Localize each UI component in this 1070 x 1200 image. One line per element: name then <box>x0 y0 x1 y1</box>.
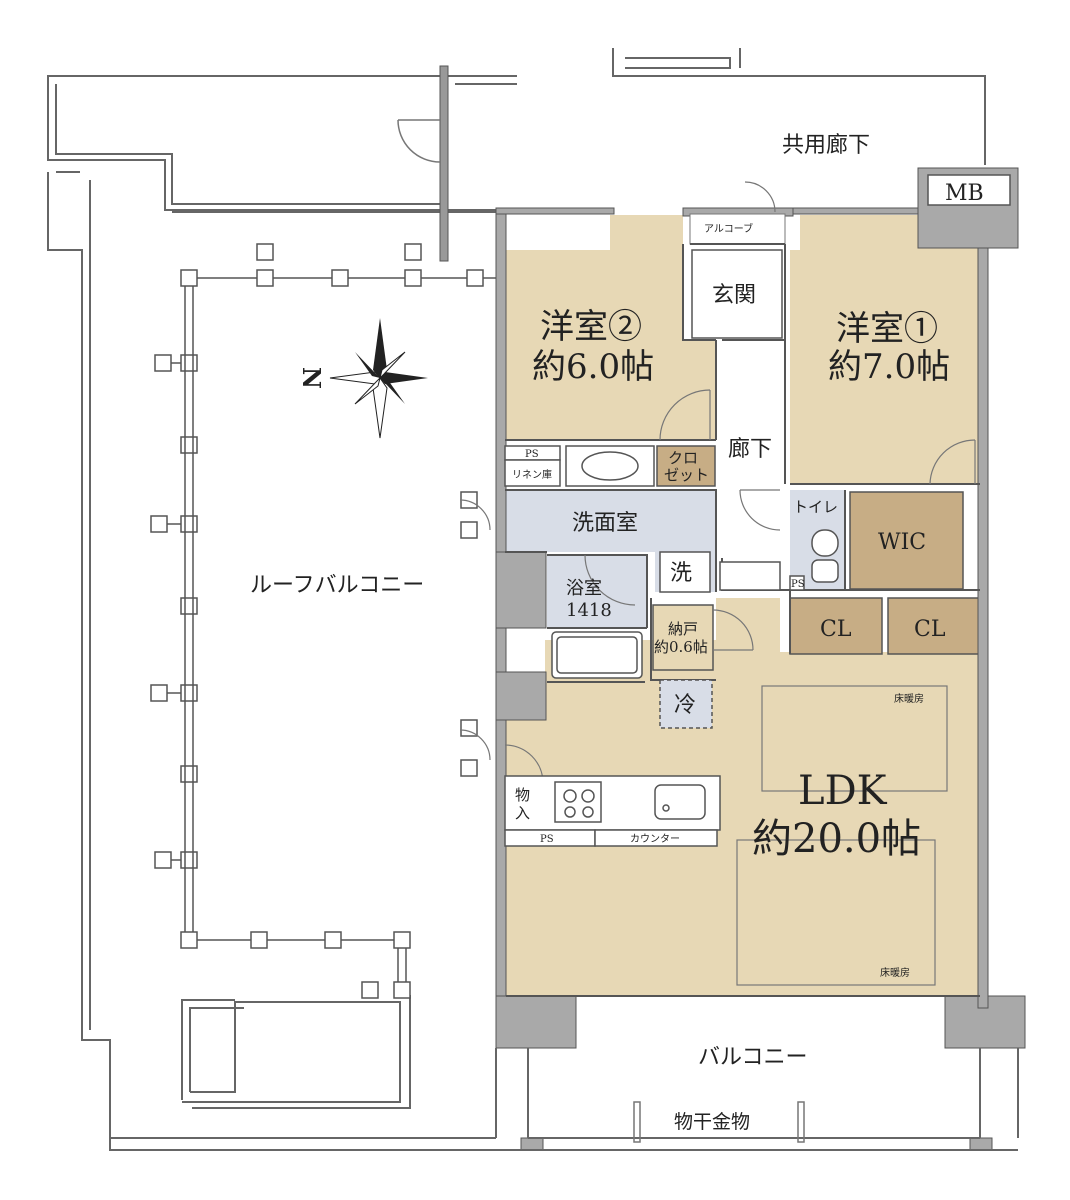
laundry-hanger-marks <box>633 1101 805 1143</box>
fridge-label: 冷 <box>674 693 696 718</box>
entrance-area <box>691 249 783 339</box>
cl-left-area <box>789 597 883 655</box>
entrance-label: 玄関 <box>712 283 756 308</box>
compass-icon <box>329 318 428 439</box>
north-marker: N <box>297 367 326 389</box>
washroom-label: 洗面室 <box>572 511 638 536</box>
floor-heating-bottom-label: 床暖房 <box>880 966 910 979</box>
western-room-1-floor <box>790 215 980 484</box>
alcove-label: アルコーブ <box>704 222 753 235</box>
wic-area <box>849 491 964 590</box>
mb-label: MB <box>945 181 984 206</box>
wash-label: 洗 <box>670 561 692 586</box>
wic-label: WIC <box>878 530 926 555</box>
inner-terrace-outline <box>181 995 411 1109</box>
gate-swing <box>397 119 441 163</box>
washroom-floor <box>505 490 715 552</box>
ldk-floor <box>505 598 980 996</box>
storage-area <box>652 604 714 671</box>
western-room-1-name: 洋室① <box>836 309 938 349</box>
cl-right-label: CL <box>914 617 946 642</box>
storage-label-1: 納戸 <box>668 620 698 638</box>
western-room-2-floor <box>505 215 716 440</box>
mb-box <box>927 174 1011 206</box>
fixtures <box>504 445 839 847</box>
closet-label-2: ゼット <box>664 466 709 484</box>
cl-right-area <box>887 597 981 655</box>
ps-toilet-label: PS <box>791 579 805 590</box>
toilet-label: トイレ <box>793 498 838 516</box>
hallway-label: 廊下 <box>728 437 772 462</box>
small-storage-label-1: 物 <box>515 786 530 804</box>
floor-heating-areas <box>736 685 948 986</box>
bathroom-floor <box>547 555 647 627</box>
small-storage-label-2: 入 <box>515 804 530 822</box>
ps-top-label: PS <box>525 449 539 460</box>
closet-label-1: クロ <box>668 449 698 467</box>
linen-label: リネン庫 <box>512 468 552 481</box>
cl-left-label: CL <box>820 617 852 642</box>
ldk-name: LDK <box>798 768 888 814</box>
common-corridor-label: 共用廊下 <box>782 133 870 158</box>
bath-size-label: 1418 <box>566 600 612 621</box>
bathroom-label: 浴室 <box>566 578 602 599</box>
western-room-2-name: 洋室② <box>540 307 642 347</box>
fridge-space <box>659 679 713 729</box>
closet-area <box>656 445 716 487</box>
pillar-rails <box>167 277 496 982</box>
balcony-label: バルコニー <box>698 1045 808 1070</box>
western-room-2-size: 約6.0帖 <box>532 347 654 387</box>
laundry-hanger-label: 物干金物 <box>674 1111 750 1133</box>
roof-balcony-label: ルーフバルコニー <box>250 573 424 598</box>
ps-kitchen-label: PS <box>540 834 554 845</box>
counter-label: カウンター <box>630 833 680 845</box>
western-room-1-size: 約7.0帖 <box>828 347 950 387</box>
balcony-pillars <box>150 243 484 999</box>
storage-label-2: 約0.6帖 <box>654 638 708 656</box>
alcove-area <box>689 213 786 245</box>
balcony-outline <box>495 1048 1019 1151</box>
gate-post <box>439 65 449 262</box>
ldk-size: 約20.0帖 <box>752 816 921 862</box>
floor-heating-top-label: 床暖房 <box>894 692 924 705</box>
